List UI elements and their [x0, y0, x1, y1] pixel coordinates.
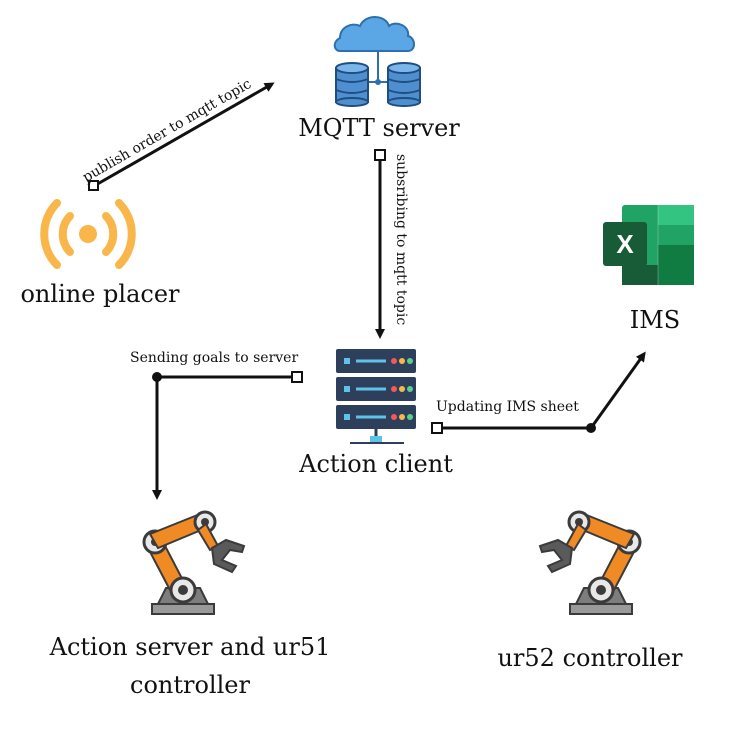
update-edge-label: Updating IMS sheet: [436, 399, 579, 415]
goals-connector: [152, 371, 303, 500]
cloud-database-icon: [333, 16, 421, 107]
mqtt-server-label: MQTT server: [298, 114, 460, 142]
update-connector: [431, 351, 646, 434]
ims-label: IMS: [629, 306, 681, 334]
action-server-label-line1: Action server and ur51: [49, 633, 331, 661]
robot-arm-icon: [142, 510, 246, 615]
goals-edge-label: Sending goals to server: [130, 350, 299, 366]
action-server-label-line2: controller: [130, 671, 250, 699]
broadcast-signal-icon: [40, 199, 136, 269]
server-rack-icon: [336, 349, 416, 444]
ur52-controller-label: ur52 controller: [497, 644, 683, 672]
robot-arm-icon: [538, 510, 642, 615]
subscribe-edge-label: subsribing to mqtt topic: [393, 154, 409, 326]
online-placer-label: online placer: [20, 280, 180, 308]
action-client-label: Action client: [299, 450, 453, 478]
publish-connector: [88, 82, 275, 191]
excel-icon-letter: X: [616, 229, 634, 259]
subscribe-connector: [374, 149, 386, 339]
excel-icon: X: [603, 205, 694, 285]
